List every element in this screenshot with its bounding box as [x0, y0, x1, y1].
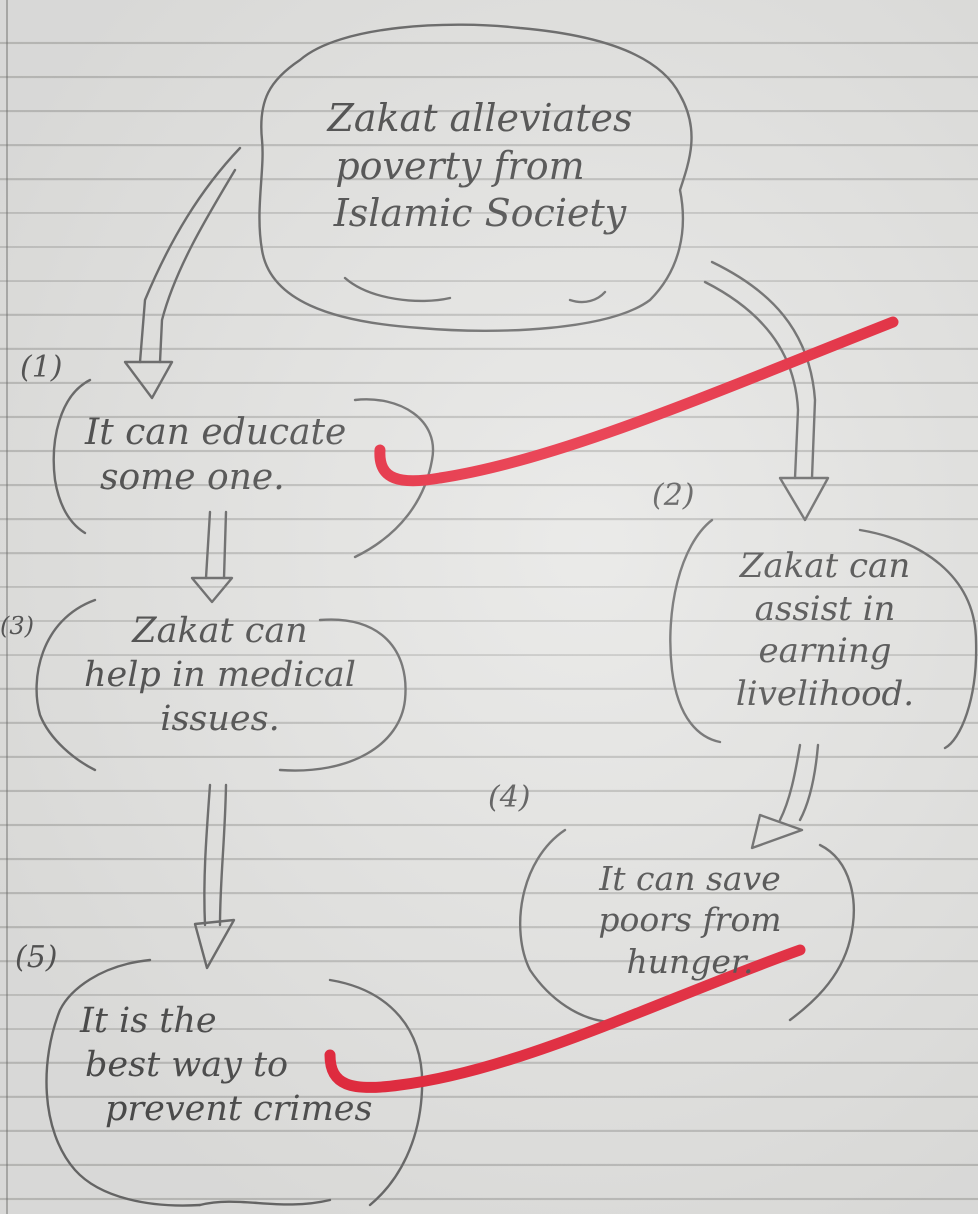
node-2-line: Zakat can — [739, 546, 911, 586]
node-1-outline — [52, 378, 435, 559]
node-1-number: (1) — [20, 350, 63, 385]
checkmark-icon — [374, 316, 899, 487]
central-node-squiggle — [343, 276, 607, 304]
node-4-number: (4) — [488, 780, 531, 815]
arrow-central-to-2 — [703, 260, 830, 522]
node-4-line: hunger. — [626, 941, 754, 981]
node-5-line: prevent crimes — [105, 1088, 373, 1129]
node-2-number: (2) — [652, 478, 695, 513]
node-4-outline — [519, 828, 855, 1024]
node-2-outline — [669, 518, 978, 750]
arrow-2-to-4 — [750, 743, 820, 850]
node-5-line: It is the — [80, 1001, 217, 1041]
node-2-line: livelihood. — [735, 673, 915, 714]
node-3-number: (3) — [0, 612, 34, 640]
node-3-line: help in medical — [83, 654, 356, 695]
node-2: Zakat can assist in earning livelihood. — [680, 545, 970, 715]
node-5-outline — [45, 958, 424, 1207]
arrow-central-to-1 — [123, 146, 242, 400]
node-2-line: assist in — [754, 588, 896, 629]
node-4: It can save poors from hunger. — [535, 858, 845, 982]
node-1-line: It can educate — [85, 412, 347, 453]
node-3-line: issues. — [160, 698, 280, 739]
checkmark-icon — [324, 944, 806, 1093]
arrow-1-to-3 — [190, 510, 234, 604]
central-node-line: Zakat alleviates — [327, 96, 633, 140]
central-node-outline — [258, 23, 693, 332]
node-1-line: some one. — [100, 457, 285, 498]
node-4-line: It can save — [599, 859, 781, 898]
node-5-line: best way to — [85, 1044, 289, 1085]
margin-line — [6, 0, 8, 1214]
arrow-3-to-5 — [193, 783, 236, 970]
node-2-line: earning — [758, 631, 892, 671]
central-node-line: Islamic Society — [333, 191, 627, 235]
central-node: Zakat alleviates poverty from Islamic So… — [285, 95, 675, 238]
node-3: Zakat can help in medical issues. — [40, 610, 400, 741]
node-1: It can educate some one. — [80, 410, 430, 500]
node-3-line: Zakat can — [132, 611, 308, 651]
node-4-line: poors from — [598, 900, 782, 940]
node-5: It is the best way to prevent crimes — [60, 1000, 420, 1131]
node-5-number: (5) — [15, 940, 58, 975]
node-3-outline — [35, 598, 407, 772]
central-node-line: poverty from — [335, 143, 585, 188]
